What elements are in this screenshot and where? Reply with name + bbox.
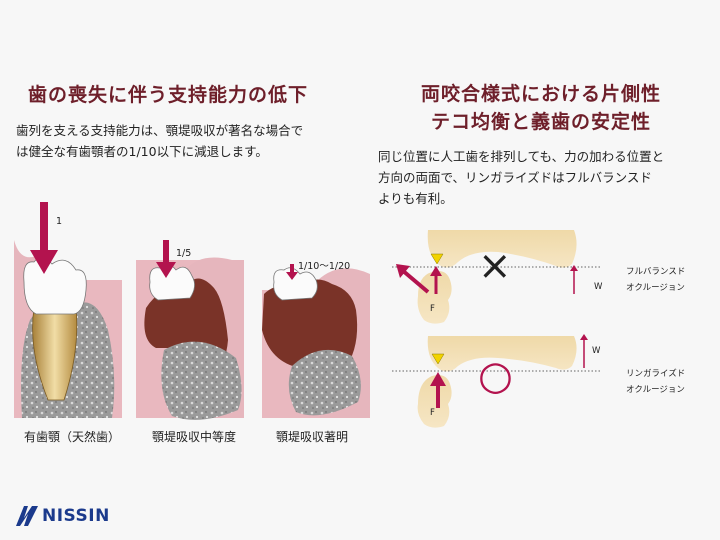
right-description-line1: 同じ位置に人工歯を排列しても、力の加わる位置と: [378, 149, 665, 164]
lingualized-label-line1: リンガライズド: [626, 369, 686, 379]
panel1-force-label: 1: [56, 216, 63, 227]
full-balanced-row: [392, 230, 600, 324]
full-balanced-label: フルバランスド オクルージョン: [626, 264, 685, 296]
panel2-force-label: 1/5: [176, 248, 192, 259]
lingualized-row: [392, 334, 600, 428]
left-title: 歯の喪失に伴う支持能力の低下: [28, 84, 309, 106]
right-title-line1: 両咬合様式における片側性: [420, 83, 661, 105]
lingualized-label: リンガライズド オクルージョン: [626, 366, 685, 398]
force-arrow-shaft: [40, 202, 48, 254]
panel3-caption: 顎堤吸収著明: [276, 430, 349, 444]
panel3-force-label: 1/10～1/20: [298, 261, 351, 272]
panel1-caption: 有歯顎（天然歯）: [24, 430, 121, 444]
lingualized-label-line2: オクルージョン: [626, 385, 685, 395]
occlusion-diagram: [392, 230, 600, 428]
panel2-caption: 顎堤吸収中等度: [152, 430, 237, 444]
row1-w-label: W: [594, 282, 603, 292]
force-arrow-head: [30, 250, 58, 274]
row2-w-label: W: [592, 346, 601, 356]
left-description: 歯列を支える支持能力は、顎堤吸収が著名な場合で は健全な有歯顎者の1/10以下に…: [16, 120, 303, 162]
left-description-line2: は健全な有歯顎者の1/10以下に減退します。: [16, 144, 268, 159]
panel-severe-resorption: [262, 264, 370, 418]
nissin-logo: NISSIN: [14, 504, 110, 528]
right-description: 同じ位置に人工歯を排列しても、力の加わる位置と 方向の両面で、リンガライズドはフ…: [378, 146, 664, 209]
row1-f-label: F: [430, 304, 435, 314]
right-description-line2: 方向の両面で、リンガライズドはフルバランスド: [378, 170, 652, 185]
full-balanced-label-line1: フルバランスド: [626, 267, 686, 277]
panel-moderate-resorption: [136, 240, 244, 420]
circle-mark-icon: ○: [478, 353, 513, 399]
row2-f-label: F: [430, 408, 435, 418]
right-title: 両咬合様式における片側性 テコ均衡と義歯の安定性: [412, 80, 670, 136]
full-balanced-label-line2: オクルージョン: [626, 283, 685, 293]
nissin-logo-icon: [16, 506, 38, 526]
right-title-line2: テコ均衡と義歯の安定性: [430, 111, 651, 133]
cross-mark-icon: ×: [478, 243, 512, 289]
support-capacity-illustrations: [14, 202, 370, 420]
brand-name: NISSIN: [42, 506, 110, 526]
right-description-line3: よりも有利。: [378, 191, 453, 206]
left-description-line1: 歯列を支える支持能力は、顎堤吸収が著名な場合で: [16, 123, 304, 138]
panel-natural-tooth: [14, 202, 122, 418]
